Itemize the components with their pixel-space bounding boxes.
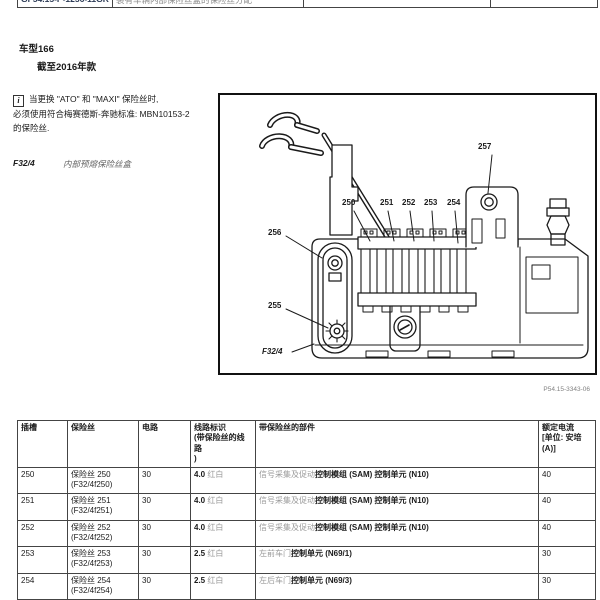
header-circuit: 电路 (138, 420, 191, 468)
cell-wire-id: 4.0 红白 (190, 466, 256, 495)
cell-current: 40 (538, 519, 596, 548)
cell-current: 30 (538, 546, 596, 574)
cell-wire-id: 4.0 红白 (190, 493, 256, 521)
callout-256: 256 (268, 228, 282, 237)
component-label: 内部预熔保险丝盒 (63, 159, 132, 169)
callout-253: 253 (424, 198, 438, 207)
top-row-empty-cell-2 (491, 0, 597, 7)
callout-255: 255 (268, 301, 282, 310)
note-line-3: 的保险丝. (13, 123, 50, 133)
cell-fuse: 保险丝 253 (F32/4f253) (67, 546, 139, 574)
header-fuse: 保险丝 (67, 420, 139, 468)
cell-slot: 250 (17, 466, 68, 495)
cell-slot: 252 (17, 519, 68, 548)
table-row: 252 保险丝 252 (F32/4f252) 30 4.0 红白 信号采集及促… (17, 519, 596, 548)
cell-fuse: 保险丝 254 (F32/4f254) (67, 572, 139, 600)
page-top-table-row: GF54.15-P-1256-11GR 装有车辆内部保险丝盒的保险丝分配 (17, 0, 598, 8)
callout-251: 251 (380, 198, 394, 207)
cell-wire-id: 2.5 红白 (190, 546, 256, 574)
cell-fuse: 保险丝 252 (F32/4f252) (67, 519, 139, 548)
fuse-table-header-row: 插槽 保险丝 电路 线路标识 (带保险丝的线路 ) 带保险丝的部件 额定电流 [… (17, 420, 596, 468)
fuse-table-body: 250 保险丝 250 (F32/4f250) 30 4.0 红白 信号采集及促… (17, 466, 596, 600)
cell-component: 左后车门控制单元 (N69/3) (255, 572, 539, 600)
cell-slot: 254 (17, 572, 68, 600)
callout-f32-4: F32/4 (262, 347, 283, 356)
table-row: 254 保险丝 254 (F32/4f254) 30 2.5 红白 左后车门控制… (17, 572, 596, 600)
fuse-box-diagram (259, 111, 589, 359)
header-wire-id: 线路标识 (带保险丝的线路 ) (190, 420, 256, 468)
cell-wire-id: 2.5 红白 (190, 572, 256, 600)
cell-slot: 251 (17, 493, 68, 521)
cell-wire-id: 4.0 红白 (190, 519, 256, 548)
cell-circuit: 30 (138, 493, 191, 521)
cell-component: 信号采集及促动控制模组 (SAM) 控制单元 (N10) (255, 519, 539, 548)
callout-252: 252 (402, 198, 416, 207)
cell-current: 30 (538, 572, 596, 600)
header-component: 带保险丝的部件 (255, 420, 539, 468)
callout-250: 250 (342, 198, 356, 207)
cell-circuit: 30 (138, 572, 191, 600)
document-code: GF54.15-P-1256-11GR (18, 0, 113, 7)
info-icon: i (13, 95, 24, 107)
cell-current: 40 (538, 466, 596, 495)
callout-254: 254 (447, 198, 461, 207)
cell-component: 左前车门控制单元 (N69/1) (255, 546, 539, 574)
cell-slot: 253 (17, 546, 68, 574)
model-heading: 车型166 (19, 44, 54, 55)
cell-fuse: 保险丝 251 (F32/4f251) (67, 493, 139, 521)
callout-257: 257 (478, 142, 492, 151)
table-row: 253 保险丝 253 (F32/4f253) 30 2.5 红白 左前车门控制… (17, 546, 596, 574)
cell-circuit: 30 (138, 466, 191, 495)
component-legend: F32/4 内部预熔保险丝盒 (13, 158, 131, 169)
cell-circuit: 30 (138, 519, 191, 548)
header-slot: 插槽 (17, 420, 68, 468)
table-row: 250 保险丝 250 (F32/4f250) 30 4.0 红白 信号采集及促… (17, 466, 596, 495)
top-row-empty-cell-1 (304, 0, 491, 7)
header-current: 额定电流 [单位: 安培 (A)] (538, 420, 596, 468)
component-code: F32/4 (13, 158, 35, 168)
note-line-2: 必须使用符合梅赛德斯-奔驰标准: MBN10153-2 (13, 109, 190, 119)
cell-current: 40 (538, 493, 596, 521)
cell-circuit: 30 (138, 546, 191, 574)
fuse-box-figure: 250 251 252 253 254 255 256 257 F32/4 (218, 93, 597, 375)
model-year-heading: 截至2016年款 (37, 62, 97, 73)
figure-caption: P54.15-3343-06 (543, 386, 590, 393)
document-title: 装有车辆内部保险丝盒的保险丝分配 (113, 0, 304, 7)
table-row: 251 保险丝 251 (F32/4f251) 30 4.0 红白 信号采集及促… (17, 493, 596, 521)
cell-component: 信号采集及促动控制模组 (SAM) 控制单元 (N10) (255, 466, 539, 495)
cell-component: 信号采集及促动控制模组 (SAM) 控制单元 (N10) (255, 493, 539, 521)
cell-fuse: 保险丝 250 (F32/4f250) (67, 466, 139, 495)
fuse-table: 插槽 保险丝 电路 线路标识 (带保险丝的线路 ) 带保险丝的部件 额定电流 [… (17, 420, 596, 600)
